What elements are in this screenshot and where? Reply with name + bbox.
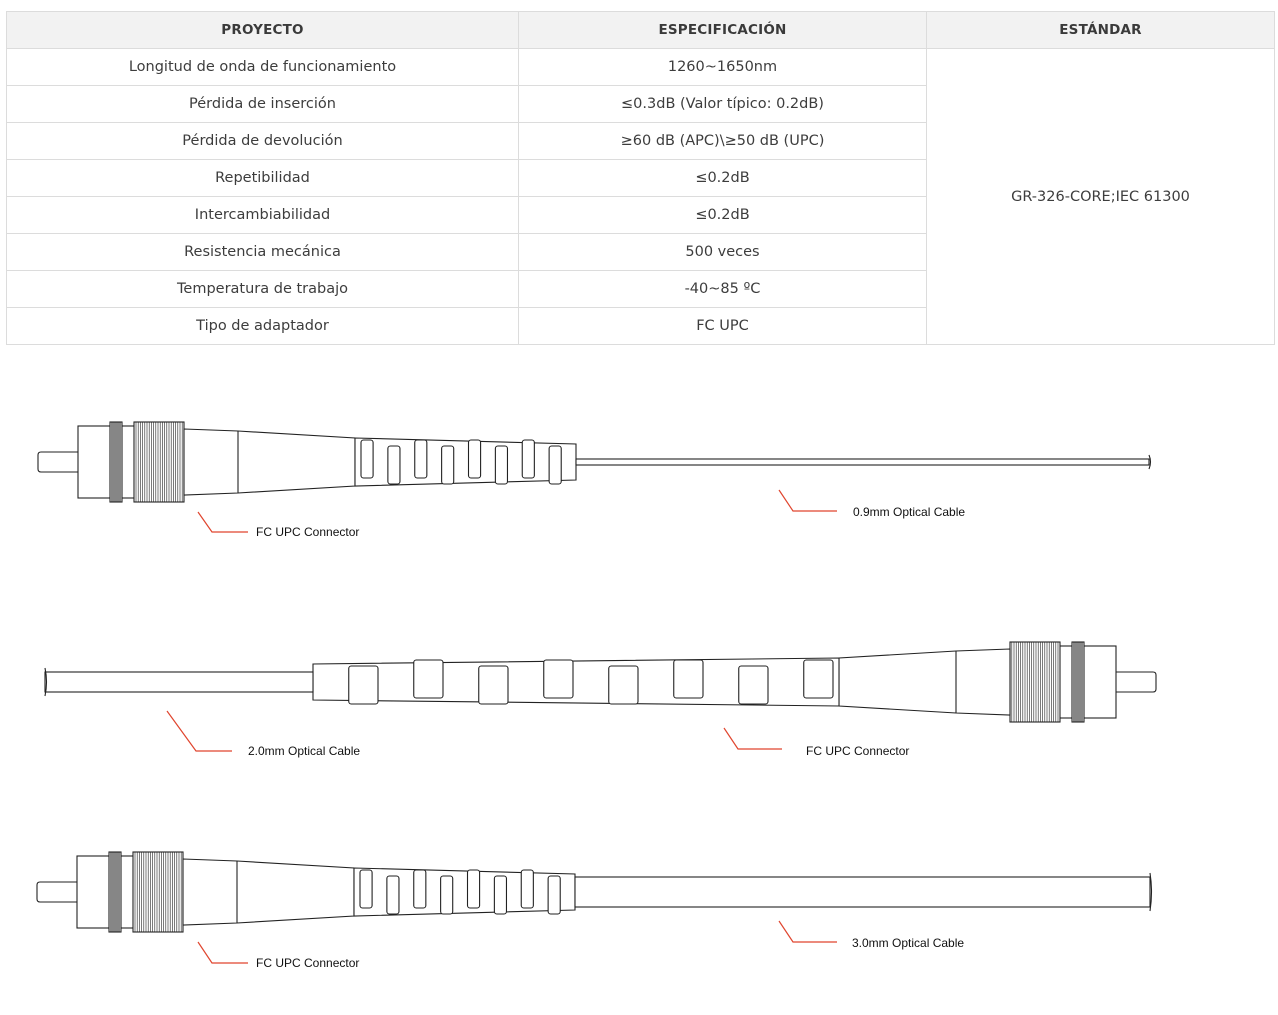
cable-label-2: 2.0mm Optical Cable — [248, 744, 360, 758]
middle-ferrule — [1116, 671, 1157, 693]
top-cable — [575, 458, 1150, 466]
spec-cell: ≤0.3dB (Valor típico: 0.2dB) — [518, 85, 927, 123]
middle-boot-slot — [738, 665, 769, 705]
middle-boot-slot — [478, 665, 509, 705]
top-boot-slot — [441, 445, 455, 485]
top-boot-slot — [521, 439, 535, 479]
project-cell: Longitud de onda de funcionamiento — [6, 48, 519, 86]
top-boot — [354, 437, 577, 487]
top-boot-slot — [360, 439, 374, 479]
middle-coupling-nut — [1009, 641, 1061, 723]
middle-boot-slot — [673, 659, 704, 699]
header-specification: ESPECIFICACIÓN — [518, 11, 927, 49]
header-standard: ESTÁNDAR — [926, 11, 1275, 49]
table-row: Tipo de adaptador FC UPC — [6, 307, 1275, 345]
bottom-boot-slot — [520, 869, 534, 909]
project-cell: Pérdida de devolución — [6, 122, 519, 160]
standard-cell: GR-326-CORE;IEC 61300 — [926, 48, 1275, 345]
bottom-ferrule — [36, 881, 77, 903]
spec-cell: 1260~1650nm — [518, 48, 927, 86]
spec-cell: 500 veces — [518, 233, 927, 271]
top-boot-slot — [494, 445, 509, 485]
middle-cable-cut — [44, 667, 48, 697]
top-boot-slot — [548, 445, 562, 485]
middle-cable — [44, 671, 314, 693]
bottom-boot-slot — [359, 869, 373, 909]
top-patch-cord — [37, 421, 1152, 503]
bottom-boot — [353, 867, 576, 917]
spec-cell: -40~85 ºC — [518, 270, 927, 308]
table-row: Pérdida de inserción ≤0.3dB (Valor típic… — [6, 85, 1275, 123]
bottom-boot-slot — [547, 875, 561, 915]
callout-leader-line-5 — [197, 941, 248, 964]
connector-label-2: FC UPC Connector — [806, 744, 909, 758]
callout-leader-line-1 — [197, 511, 248, 533]
bottom-patch-cord — [36, 851, 1153, 933]
spec-cell: ≥60 dB (APC)\≥50 dB (UPC) — [518, 122, 927, 160]
spec-table: PROYECTO ESPECIFICACIÓN ESTÁNDAR Longitu… — [6, 11, 1275, 345]
connector-label-1: FC UPC Connector — [256, 525, 359, 539]
table-header-row: PROYECTO ESPECIFICACIÓN ESTÁNDAR — [6, 11, 1275, 49]
table-row: Pérdida de devolución ≥60 dB (APC)\≥50 d… — [6, 122, 1275, 160]
bottom-cable-cut — [1149, 872, 1153, 912]
middle-boot-slot — [543, 659, 574, 699]
top-boot-slot — [387, 445, 401, 485]
middle-boot-slot — [803, 659, 834, 699]
bottom-boot-slot — [466, 869, 481, 909]
top-ferrule — [37, 451, 78, 473]
middle-boot-slot — [608, 665, 639, 705]
table-row: Intercambiabilidad ≤0.2dB — [6, 196, 1275, 234]
bottom-boot-slot — [493, 875, 508, 915]
cable-label-1: 0.9mm Optical Cable — [853, 505, 965, 519]
middle-boot-slot — [413, 659, 444, 699]
project-cell: Repetibilidad — [6, 159, 519, 197]
top-housing — [183, 428, 356, 496]
bottom-boot-slot — [413, 869, 427, 909]
callout-leader-line-2 — [778, 489, 837, 512]
spec-cell: FC UPC — [518, 307, 927, 345]
spec-cell: ≤0.2dB — [518, 159, 927, 197]
table-row: Temperatura de trabajo -40~85 ºC — [6, 270, 1275, 308]
table-row: Resistencia mecánica 500 veces — [6, 233, 1275, 271]
bottom-boot-slot — [386, 875, 400, 915]
middle-boot — [312, 657, 840, 707]
header-project: PROYECTO — [6, 11, 519, 49]
callout-leader-line-4 — [723, 727, 782, 750]
middle-patch-cord — [44, 641, 1157, 723]
table-row: Longitud de onda de funcionamiento 1260~… — [6, 48, 1275, 345]
project-cell: Intercambiabilidad — [6, 196, 519, 234]
bottom-boot-slot — [440, 875, 454, 915]
top-coupling-nut — [133, 421, 185, 503]
project-cell: Resistencia mecánica — [6, 233, 519, 271]
project-cell: Pérdida de inserción — [6, 85, 519, 123]
top-cable-cut — [1148, 454, 1152, 470]
spec-cell: ≤0.2dB — [518, 196, 927, 234]
middle-housing — [838, 648, 1011, 716]
table-row: Repetibilidad ≤0.2dB — [6, 159, 1275, 197]
top-boot-slot — [467, 439, 482, 479]
bottom-housing — [182, 858, 355, 926]
connector-label-3: FC UPC Connector — [256, 956, 359, 970]
patch-cord-drawings: FC UPC Connector 0.9mm Optical Cable 2.0… — [36, 421, 1157, 970]
bottom-coupling-nut — [132, 851, 184, 933]
callout-leader-line-6 — [778, 920, 837, 943]
project-cell: Tipo de adaptador — [6, 307, 519, 345]
middle-boot-slot — [348, 665, 379, 705]
project-cell: Temperatura de trabajo — [6, 270, 519, 308]
cable-label-3: 3.0mm Optical Cable — [852, 936, 964, 950]
callout-leader-line-3 — [166, 710, 232, 752]
top-boot-slot — [414, 439, 428, 479]
bottom-cable — [574, 876, 1151, 908]
